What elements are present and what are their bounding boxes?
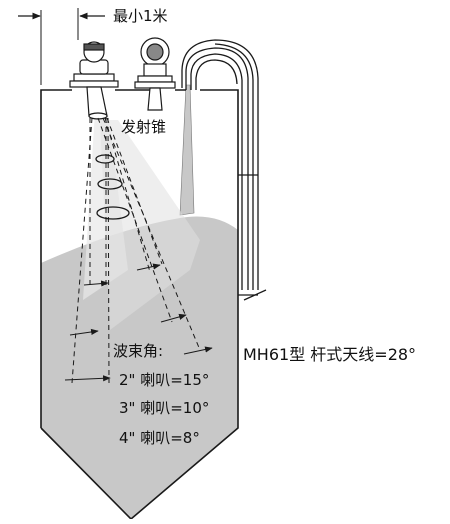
beam-angle-4inch: 4" 喇叭=8°	[119, 429, 200, 447]
beam-angle-3inch: 3" 喇叭=10°	[119, 399, 210, 417]
beam-rings	[95, 154, 130, 220]
emission-cone-label: 发射锥	[121, 118, 167, 136]
beam-cone-wide	[100, 120, 200, 330]
bypass-pipe	[181, 39, 267, 301]
horn-radar-sensor	[69, 41, 119, 120]
beam-dash-lines	[71, 117, 201, 384]
beam-angle-title: 波束角:	[113, 342, 164, 360]
angle-markers	[64, 263, 213, 382]
rod-radar-sensor	[134, 37, 176, 111]
min-distance-label: 最小1米	[113, 7, 168, 25]
rod-antenna-label: MH61型 杆式天线=28°	[243, 345, 417, 364]
rod-antenna-beam	[179, 84, 195, 216]
beam-angle-2inch: 2" 喇叭=15°	[119, 371, 210, 389]
tank-outline	[40, 89, 239, 521]
